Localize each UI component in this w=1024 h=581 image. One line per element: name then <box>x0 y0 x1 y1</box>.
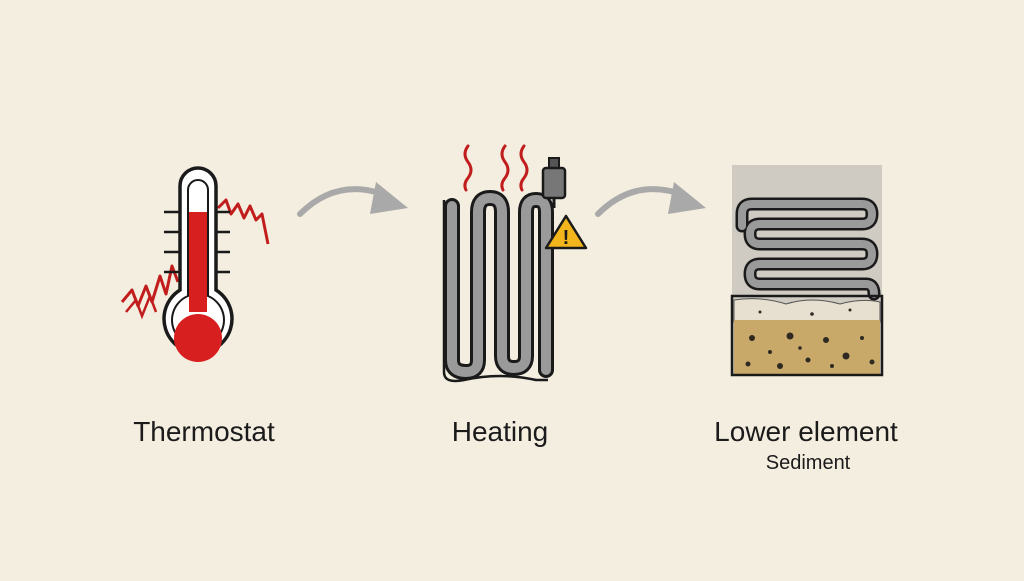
arrow-1-icon <box>297 182 408 217</box>
sediment-tank-icon <box>730 165 884 377</box>
sediment-particles <box>745 308 875 369</box>
sediment-layer <box>734 320 880 375</box>
mercury-column <box>189 212 207 312</box>
warning-symbol: ! <box>563 227 570 249</box>
step-label-thermostat: Thermostat <box>133 416 275 447</box>
connector-plug-icon <box>541 157 567 208</box>
sediment-top-layer <box>733 298 881 323</box>
warning-icon: ! <box>544 214 588 250</box>
step-label-lower-element: Lower element <box>714 416 898 447</box>
scale-ticks <box>164 210 230 274</box>
mercury-bulb <box>174 314 222 362</box>
heating-element-icon: ! <box>442 144 588 383</box>
thermometer-icon <box>120 166 270 362</box>
red-zigzag-right <box>216 198 270 245</box>
arrow-2-icon <box>595 182 706 217</box>
heat-waves-icon <box>463 144 529 192</box>
step-label-heating: Heating <box>451 416 549 447</box>
step-sublabel-sediment: Sediment <box>765 452 851 474</box>
